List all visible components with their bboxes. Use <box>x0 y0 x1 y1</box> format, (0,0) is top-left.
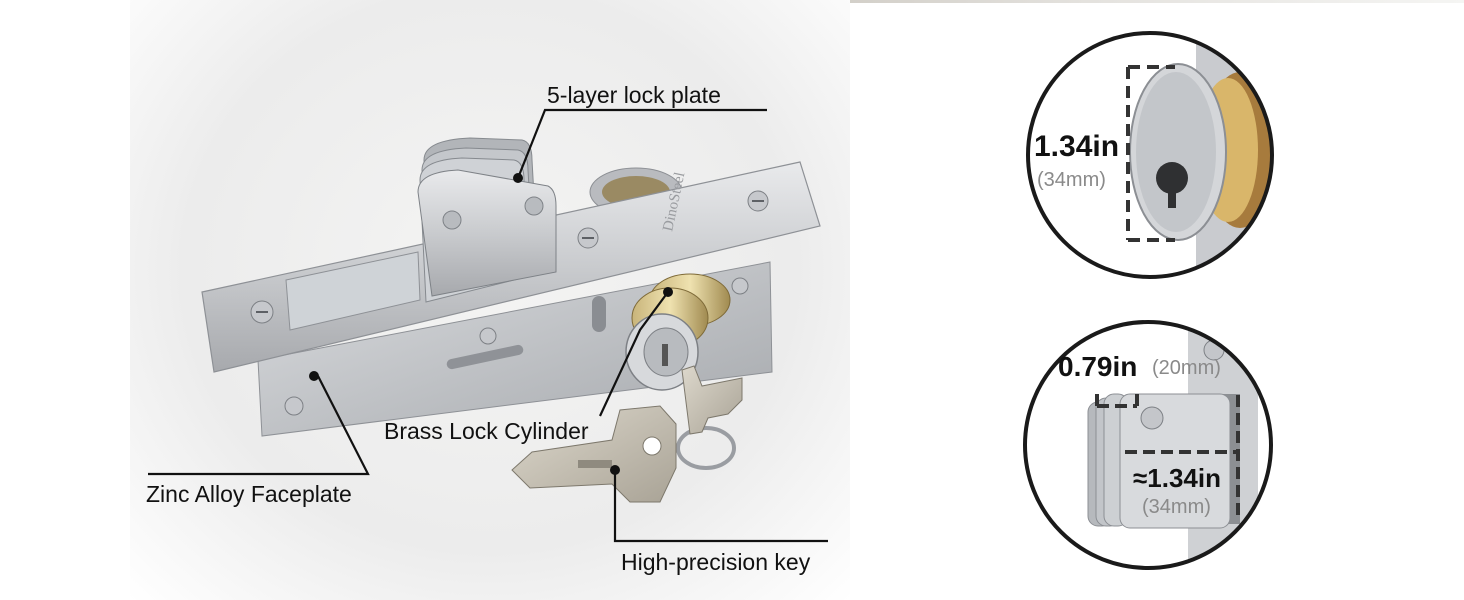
bolt-length-metric: (34mm) <box>1142 496 1211 518</box>
bolt-thickness-metric: (20mm) <box>1152 357 1221 379</box>
detail-circle-cylinder <box>1026 31 1274 279</box>
leader-dot-faceplate <box>309 371 319 381</box>
keys <box>511 365 743 503</box>
cylinder-dimension-metric: (34mm) <box>1037 169 1106 191</box>
leader-dot-key <box>610 465 620 475</box>
bolt-thickness-value: 0.79in <box>1058 351 1138 382</box>
leader-dot-cylinder <box>663 287 673 297</box>
leader-lines <box>148 108 828 543</box>
brass-cylinder <box>625 273 731 391</box>
five-layer-bolt <box>417 137 557 303</box>
callout-key: High-precision key <box>621 549 811 575</box>
callout-brass-cylinder: Brass Lock Cylinder <box>384 418 589 444</box>
cylinder-dimension-value: 1.34in <box>1034 130 1120 163</box>
callout-faceplate: Zinc Alloy Faceplate <box>146 481 352 507</box>
callout-lock-plate: 5-layer lock plate <box>547 82 721 108</box>
leader-dot-plate <box>513 173 523 183</box>
top-accent-line <box>712 0 1464 3</box>
bolt-length-value: ≈1.34in <box>1133 463 1221 493</box>
